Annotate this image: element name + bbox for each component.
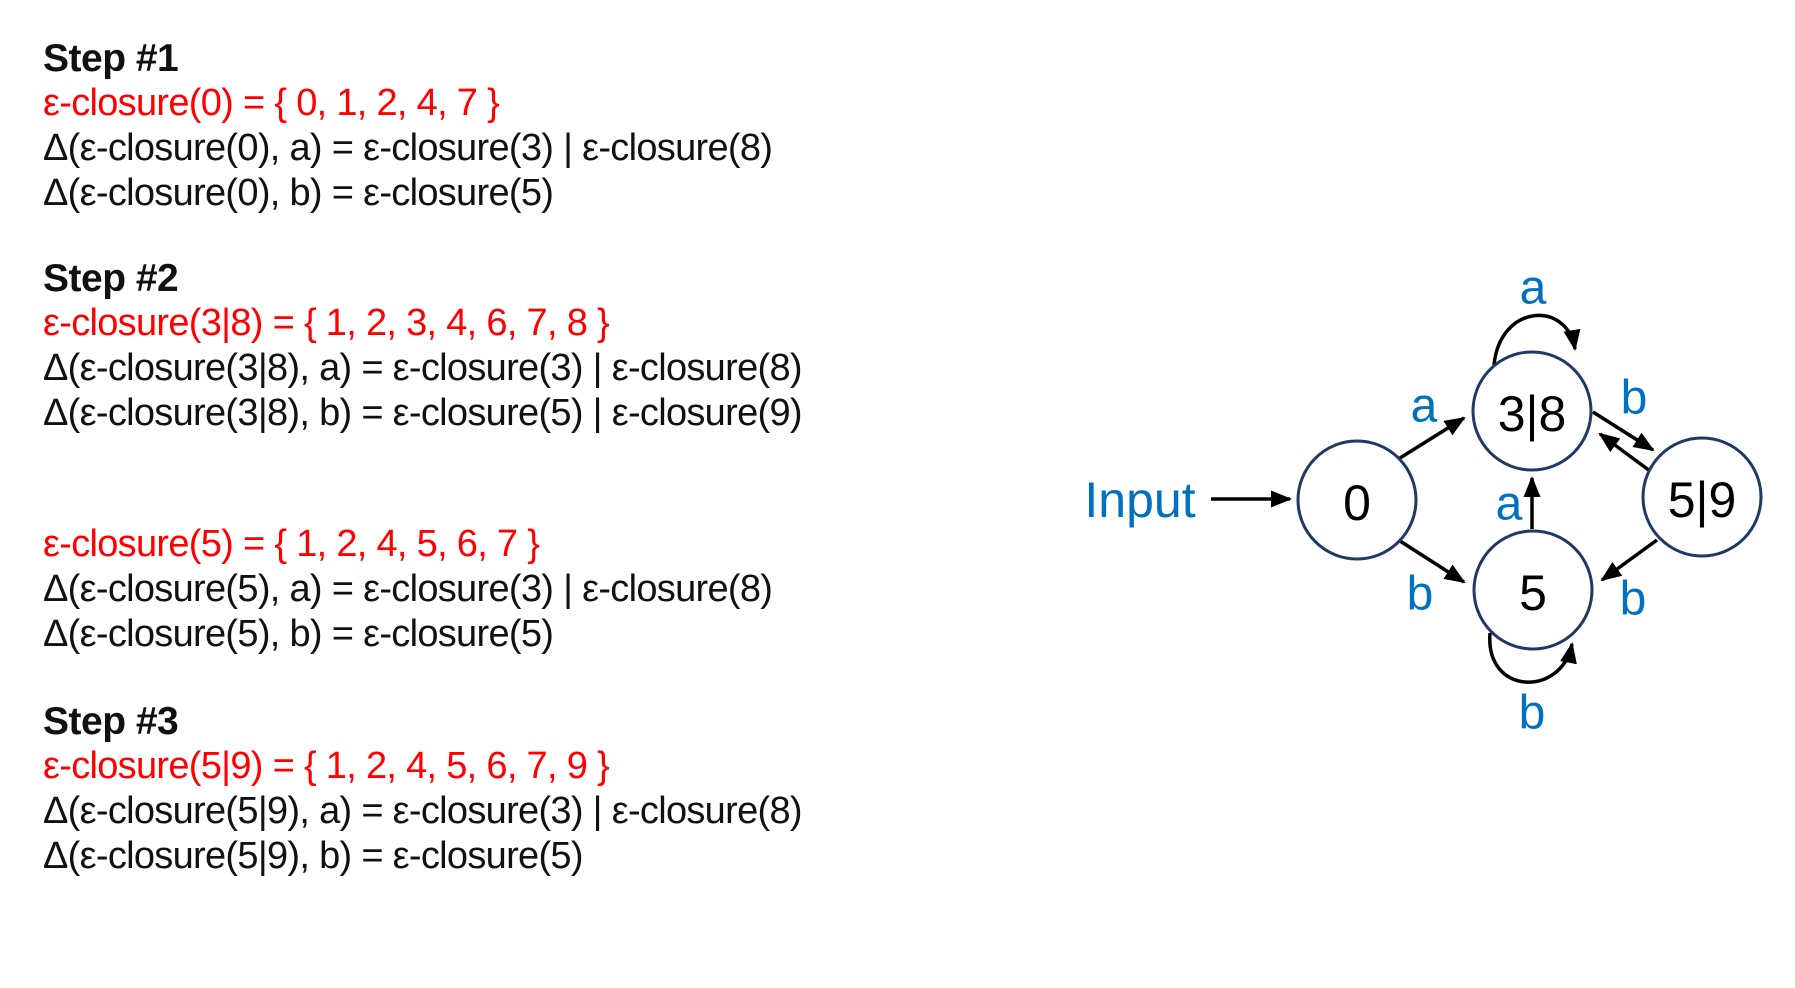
input-label: Input: [1084, 472, 1195, 528]
state-label-59: 5|9: [1668, 472, 1737, 528]
delta-a-line: Δ(ε-closure(3|8), a) = ε-closure(3) | ε-…: [43, 347, 803, 389]
state-node-59: [1641, 436, 1763, 558]
delta-b-line: Δ(ε-closure(0), b) = ε-closure(5): [43, 172, 554, 214]
delta-b-line: Δ(ε-closure(5), b) = ε-closure(5): [43, 613, 554, 655]
step-heading: Step #1: [43, 37, 179, 80]
delta-a-line: Δ(ε-closure(5), a) = ε-closure(3) | ε-cl…: [43, 568, 773, 610]
closure-line: ε-closure(0) = { 0, 1, 2, 4, 7 }: [43, 82, 500, 124]
closure-line: ε-closure(5) = { 1, 2, 4, 5, 6, 7 }: [43, 523, 540, 565]
closure-5-block: ε-closure(5) = { 1, 2, 4, 5, 6, 7 } Δ(ε-…: [43, 522, 773, 657]
step-2-block: Step #2 ε-closure(3|8) = { 1, 2, 3, 4, 6…: [43, 256, 803, 436]
edge-label-0-to-38: a: [1411, 380, 1438, 433]
closure-line: ε-closure(5|9) = { 1, 2, 4, 5, 6, 7, 9 }: [43, 745, 610, 787]
step-3-block: Step #3 ε-closure(5|9) = { 1, 2, 4, 5, 6…: [43, 699, 803, 879]
delta-b-line: Δ(ε-closure(3|8), b) = ε-closure(5) | ε-…: [43, 392, 803, 434]
state-label-38: 3|8: [1498, 386, 1567, 442]
arrow-38-to-59: [1592, 410, 1655, 452]
state-label-0: 0: [1343, 475, 1371, 531]
arrow-59-to-38: [1598, 432, 1652, 473]
self-loop-38: [1492, 313, 1581, 366]
step-heading: Step #3: [43, 700, 179, 743]
arrow-0-to-5: [1399, 539, 1466, 584]
edge-label-0-to-5: b: [1407, 568, 1434, 621]
state-label-5: 5: [1519, 565, 1547, 621]
state-node-0: [1296, 439, 1418, 561]
step-1-block: Step #1 ε-closure(0) = { 0, 1, 2, 4, 7 }…: [43, 36, 773, 216]
edge-label-loop-38: a: [1520, 262, 1547, 315]
delta-b-line: Δ(ε-closure(5|9), b) = ε-closure(5): [43, 835, 584, 877]
arrow-0-to-38: [1399, 416, 1466, 460]
state-node-38: [1471, 350, 1593, 472]
edge-label-loop-5: b: [1519, 687, 1546, 740]
state-node-5: [1472, 529, 1594, 651]
step-heading: Step #2: [43, 257, 179, 300]
self-loop-5: [1488, 632, 1577, 684]
delta-a-line: Δ(ε-closure(5|9), a) = ε-closure(3) | ε-…: [43, 790, 803, 832]
arrow-59-to-5: [1600, 538, 1659, 582]
edge-label-5-to-38: a: [1496, 478, 1523, 531]
closure-line: ε-closure(3|8) = { 1, 2, 3, 4, 6, 7, 8 }: [43, 302, 610, 344]
delta-a-line: Δ(ε-closure(0), a) = ε-closure(3) | ε-cl…: [43, 127, 773, 169]
edge-label-38-to-59: b: [1621, 372, 1648, 425]
edge-label-59-to-5: b: [1620, 573, 1647, 626]
